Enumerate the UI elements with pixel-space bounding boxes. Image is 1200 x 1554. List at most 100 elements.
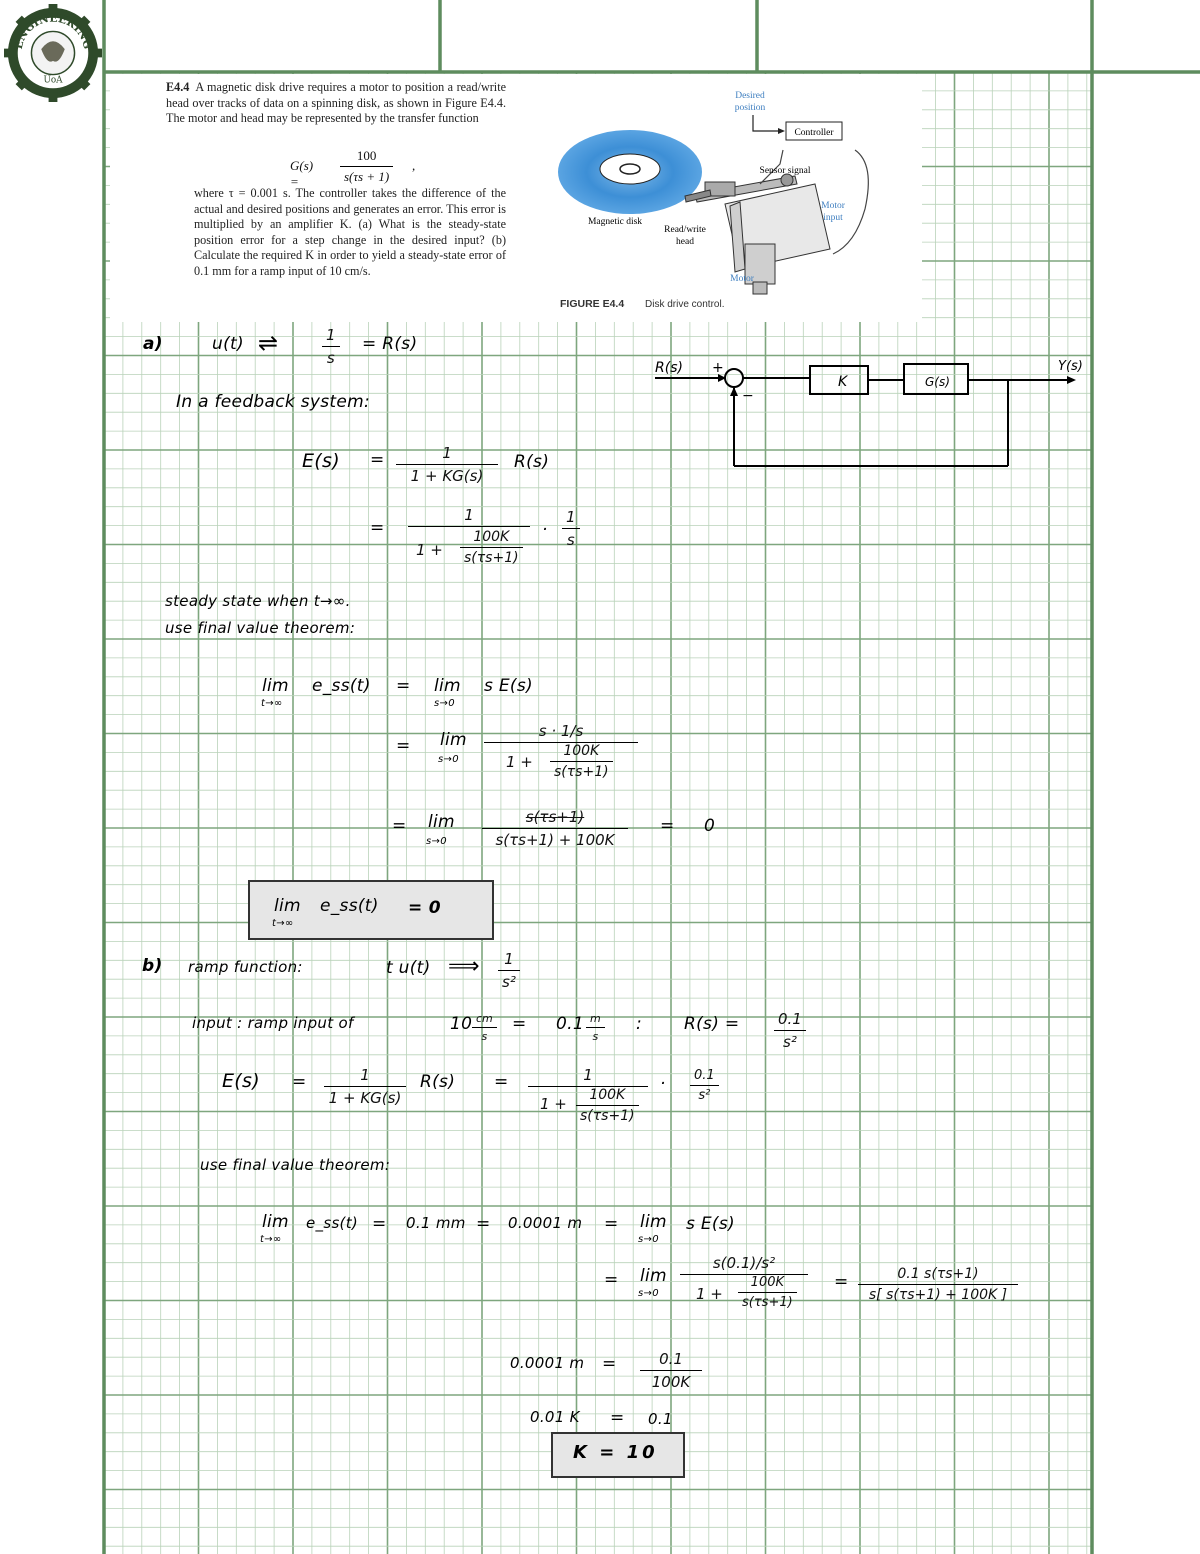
a-E-lhs: E(s) xyxy=(302,450,340,472)
b-val2: 0.0001 m xyxy=(508,1214,583,1232)
figure-caption-label: FIGURE E4.4 xyxy=(560,298,624,310)
b-sub-inner: 100K s(τs+1) xyxy=(576,1087,639,1124)
b-input-text: input : ramp input of xyxy=(192,1014,354,1032)
bd-plant-label: G(s) xyxy=(925,375,950,389)
b-eq4: = xyxy=(372,1214,387,1234)
b-lim1-sub: t→∞ xyxy=(260,1234,282,1245)
a-one-over-s-num: 1 xyxy=(566,508,576,526)
b-l2-inner-num: 100K xyxy=(750,1275,785,1290)
a-sub-inner-den: s(τs+1) xyxy=(460,547,523,566)
b-sub-R: 0.1 s² xyxy=(690,1068,719,1103)
a-one-over-s-den: s xyxy=(562,528,580,549)
a-zero: 0 xyxy=(704,816,716,836)
b-lim1: lim xyxy=(262,1212,289,1232)
b-eq7: = xyxy=(604,1270,619,1290)
read-write-head-label-2: head xyxy=(676,237,694,247)
a-use-text: use final value theorem: xyxy=(165,619,356,637)
a-eq2: = xyxy=(370,518,385,538)
a-lim1: lim xyxy=(262,676,289,696)
a-lim2-inner-den: s(τs+1) xyxy=(550,761,613,780)
b-ramp-text: ramp function: xyxy=(188,958,303,976)
b-lim3-sub: s→0 xyxy=(638,1288,659,1299)
a-box-ess: e_ss(t) xyxy=(320,896,379,916)
motor-label: Motor xyxy=(730,274,755,284)
read-write-head-label-1: Read/write xyxy=(664,225,706,235)
a-step-lhs: u(t) xyxy=(212,334,244,354)
a-eq3: = xyxy=(396,676,411,696)
b-l3-den: s[ s(τs+1) + 100K ] xyxy=(858,1284,1018,1303)
motor-assembly xyxy=(684,173,831,295)
a-sub-num: 1 xyxy=(464,506,474,524)
magnetic-disk-label: Magnetic disk xyxy=(588,217,642,227)
b-eq9: = xyxy=(602,1354,617,1374)
tf-denominator: s(τs + 1) xyxy=(340,166,394,185)
a-lim4: lim xyxy=(428,812,455,832)
b-R-den: s² xyxy=(774,1030,806,1051)
b-R-num: 0.1 xyxy=(778,1010,802,1028)
b-ramp-unit: cm s xyxy=(472,1012,497,1043)
a-lim2-den-pre: 1 + xyxy=(506,753,533,771)
a-E-R: R(s) xyxy=(514,452,550,472)
a-eq4: = xyxy=(396,736,411,756)
a-one-over-s: 1 s xyxy=(562,508,580,549)
logo-bottom-text: UoA xyxy=(43,75,63,85)
a-lim3: lim xyxy=(440,730,467,750)
a-sub-den-pre: 1 + xyxy=(416,541,443,559)
b-sub-den-pre: 1 + xyxy=(540,1095,567,1113)
desired-position-label-1: Desired xyxy=(735,91,765,101)
disk-drive-figure: Desired position Controller Sensor signa… xyxy=(558,91,869,310)
a-sub-inner: 100K s(τs+1) xyxy=(460,529,523,566)
b-final: K = 10 xyxy=(573,1442,658,1463)
a-box-lim-sub: t→∞ xyxy=(272,918,294,929)
a-sub-fraction: 1 1 + 100K s(τs+1) xyxy=(408,506,530,573)
b-ramp-unit-num: cm xyxy=(476,1012,493,1025)
a-lim2-den: 1 + 100K s(τs+1) xyxy=(484,742,638,789)
part-b-label: b) xyxy=(142,956,163,976)
a-lim4-sub: s→0 xyxy=(426,836,447,847)
b-l2-den: 1 + 100K s(τs+1) xyxy=(680,1274,808,1321)
a-eq1: = xyxy=(370,450,385,470)
tf-fraction: 100 s(τs + 1) xyxy=(340,148,394,185)
bd-minus: − xyxy=(742,388,754,404)
b-l3-fraction: 0.1 s(τs+1) s[ s(τs+1) + 100K ] xyxy=(858,1266,1018,1303)
a-result-box: lim t→∞ e_ss(t) = 0 xyxy=(248,880,494,940)
a-lim3-num: s(τs+1) xyxy=(525,808,585,826)
b-use-text: use final value theorem: xyxy=(200,1156,391,1174)
tf-lhs: G(s) = xyxy=(290,158,314,189)
b-final-box: K = 10 xyxy=(551,1432,685,1478)
a-ess1: e_ss(t) xyxy=(312,676,371,696)
a-lim2-fraction: s · 1/s 1 + 100K s(τs+1) xyxy=(484,722,638,789)
b-ramp-num: 1 xyxy=(504,950,514,968)
controller-box xyxy=(785,121,843,141)
problem-paragraph-1: A magnetic disk drive requires a motor t… xyxy=(166,80,506,126)
b-lim2-sub: s→0 xyxy=(638,1234,659,1245)
controller-label: Controller xyxy=(794,128,834,138)
b-conv-unit-num: m xyxy=(590,1012,601,1025)
part-a-label: a) xyxy=(143,334,163,354)
b-eq2: = xyxy=(292,1072,307,1092)
a-step-num: 1 xyxy=(326,326,336,344)
a-box-result: = 0 xyxy=(408,898,441,918)
b-E-R: R(s) xyxy=(420,1072,456,1092)
b-lim2: lim xyxy=(640,1212,667,1232)
b-k-line-rhs: 0.1 xyxy=(648,1410,673,1428)
a-lim1-sub: t→∞ xyxy=(261,698,283,709)
b-l3-num: 0.1 s(τs+1) xyxy=(897,1266,979,1282)
b-R-fraction: 0.1 s² xyxy=(774,1010,806,1051)
b-lim3: lim xyxy=(640,1266,667,1286)
a-feedback-text: In a feedback system: xyxy=(176,392,370,412)
b-l2-den-pre: 1 + xyxy=(696,1285,723,1303)
b-ess: e_ss(t) xyxy=(306,1214,359,1232)
a-step-fraction: 1 s xyxy=(322,326,340,367)
b-conv-value: 0.1 xyxy=(556,1014,584,1034)
a-sub-inner-num: 100K xyxy=(473,529,510,545)
b-l2-inner-den: s(τs+1) xyxy=(738,1292,797,1310)
a-lim3-den: s(τs+1) + 100K xyxy=(482,828,628,849)
feedback-block-diagram: R(s) + − K G(s) Y(s) xyxy=(655,359,1083,467)
b-E-lhs: E(s) xyxy=(222,1070,260,1092)
a-dot: · xyxy=(542,520,548,540)
a-steady-text: steady state when t→∞. xyxy=(165,592,351,610)
a-lim2: lim xyxy=(434,676,461,696)
engineering-logo: ENGINEERING UoA xyxy=(4,4,102,102)
